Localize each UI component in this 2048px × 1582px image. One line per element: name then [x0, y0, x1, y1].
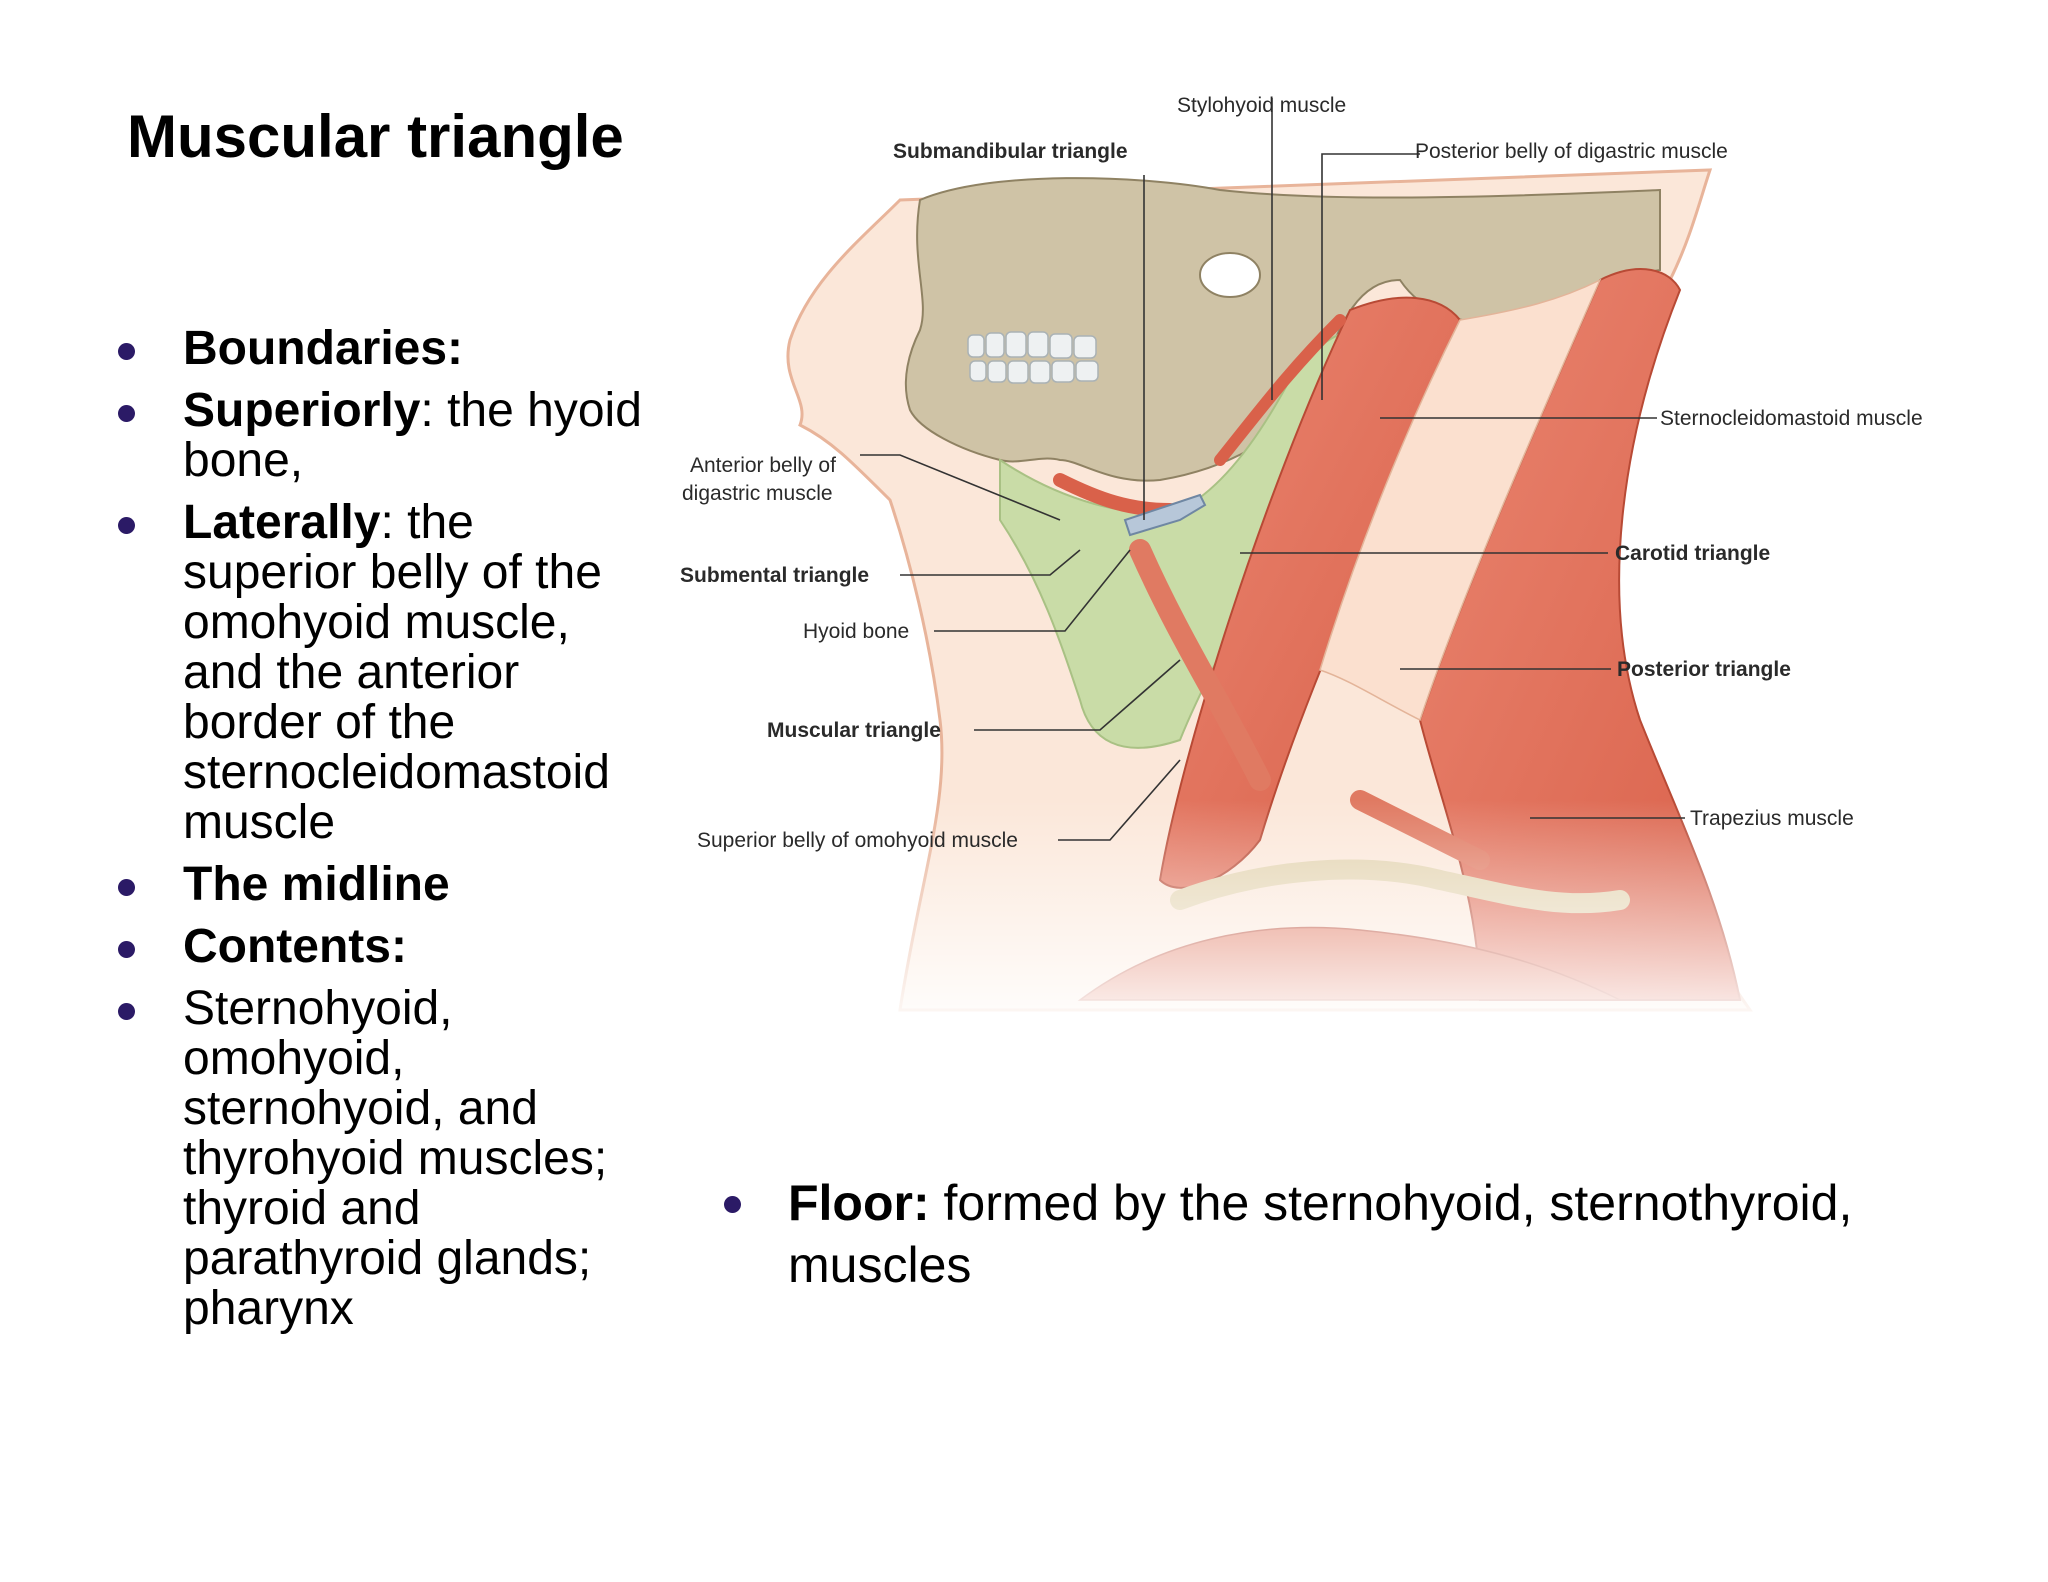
fade-overlay [660, 80, 1990, 1040]
bullet-icon [724, 1196, 741, 1213]
list-item-bold: Contents: [183, 920, 407, 973]
list-item: Sternohyoid, omohyoid, sternohyoid, and … [100, 984, 660, 1334]
boundaries-list: Boundaries: Superiorly: the hyoid bone, … [100, 324, 660, 1346]
bullet-icon [118, 879, 135, 896]
label-posterior-digastric: Posterior belly of digastric muscle [1415, 140, 1728, 163]
bullet-icon [118, 941, 135, 958]
list-item: Boundaries: [100, 324, 660, 374]
neck-anatomy-illustration: Stylohyoid muscle Submandibular triangle… [660, 80, 1990, 1040]
label-submental-triangle: Submental triangle [680, 564, 869, 587]
label-submandibular-triangle: Submandibular triangle [893, 140, 1128, 163]
bullet-icon [118, 1003, 135, 1020]
list-item-text: : the superior belly of the omohyoid mus… [183, 496, 610, 849]
floor-text: formed by the sternohyoid, sternothyroid… [788, 1175, 1853, 1293]
leader-line [1321, 153, 1420, 400]
list-item-bold: Boundaries: [183, 322, 464, 375]
leader-line [900, 549, 1081, 576]
slide-title: Muscular triangle [127, 103, 624, 170]
floor-bullet: Floor: formed by the sternohyoid, sterno… [716, 1172, 1956, 1296]
bullet-icon [118, 517, 135, 534]
leader-line [974, 659, 1181, 731]
list-item-bold: Superiorly [183, 384, 421, 437]
leader-line [1058, 759, 1181, 841]
list-item-bold: Laterally [183, 496, 381, 549]
list-item: Contents: [100, 922, 660, 972]
label-muscular-triangle: Muscular triangle [767, 719, 941, 742]
label-anterior-digastric-line1: Anterior belly of [690, 454, 836, 477]
label-carotid-triangle: Carotid triangle [1615, 542, 1770, 565]
list-item-text: Sternohyoid, omohyoid, sternohyoid, and … [183, 982, 608, 1335]
label-trapezius: Trapezius muscle [1690, 807, 1854, 830]
bullet-icon [118, 343, 135, 360]
leader-line [860, 454, 1061, 521]
list-item: The midline [100, 860, 660, 910]
leader-line [934, 549, 1131, 632]
list-item: Laterally: the superior belly of the omo… [100, 498, 660, 848]
list-item: Superiorly: the hyoid bone, [100, 386, 660, 486]
bullet-icon [118, 405, 135, 422]
label-superior-omohyoid: Superior belly of omohyoid muscle [697, 829, 1018, 852]
floor-bold: Floor: [788, 1175, 930, 1231]
label-hyoid-bone: Hyoid bone [803, 620, 909, 643]
neck-anatomy-figure: Stylohyoid muscle Submandibular triangle… [660, 80, 1990, 1040]
label-sternocleidomastoid: Sternocleidomastoid muscle [1660, 407, 1923, 430]
list-item-text: : the hyoid bone, [183, 384, 642, 487]
label-posterior-triangle: Posterior triangle [1617, 658, 1791, 681]
label-stylohyoid: Stylohyoid muscle [1177, 94, 1346, 117]
list-item-bold: The midline [183, 858, 450, 911]
label-anterior-digastric-line2: digastric muscle [682, 482, 833, 505]
